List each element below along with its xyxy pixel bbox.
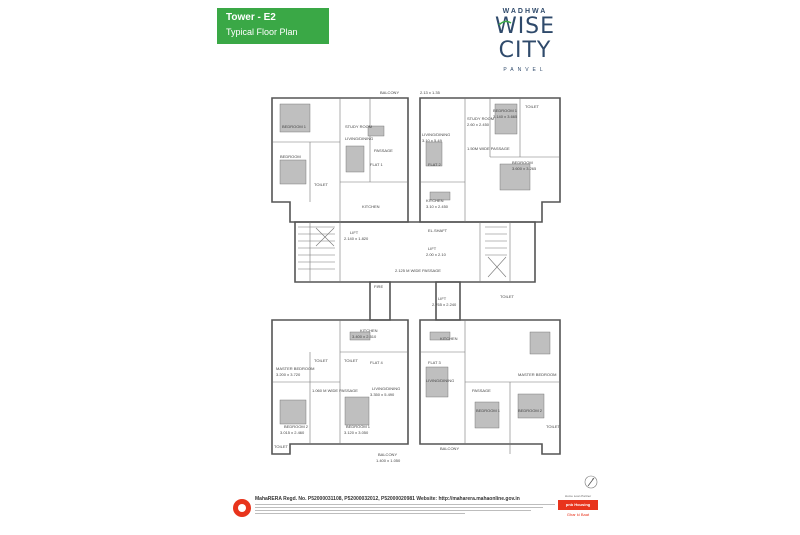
- logo-name: WISE CITY: [494, 14, 556, 63]
- label-toilet-bl1: TOILET: [314, 358, 328, 363]
- label-master-bedroom-br: MASTER BEDROOM: [518, 372, 556, 377]
- label-bedroom-tr-dim: 3.600 x 3.265: [512, 166, 537, 171]
- label-lift-left-dim: 2.140 x 1.820: [344, 236, 369, 241]
- label-master-bedroom-bl: MASTER BEDROOM: [276, 366, 314, 371]
- label-bedroom2-bl-dim: 3.015 x 2.460: [280, 430, 305, 435]
- label-passage-mid: 2.125 M WIDE PASSAGE: [395, 268, 441, 273]
- label-fire-duct: FIRE: [374, 284, 383, 289]
- label-toilet-bl2: TOILET: [344, 358, 358, 363]
- label-lift-left: LIFT: [350, 230, 359, 235]
- logo-location: PANVEL: [503, 67, 547, 73]
- label-kitchen-f4: KITCHEN: [360, 328, 378, 333]
- rera-registration: MahaRERA Regd. No. P52000031108, P520000…: [255, 496, 520, 502]
- label-flat1: FLAT 1: [370, 162, 384, 167]
- label-balcony-br: BALCONY: [440, 446, 459, 451]
- label-ele-shaft: EL.SHAFT: [428, 228, 448, 233]
- label-bedroom1-bl: BEDROOM 1: [346, 424, 371, 429]
- label-bedroom-tr: BEDROOM: [512, 160, 533, 165]
- label-kitchen-f2: KITCHEN: [426, 198, 444, 203]
- partner-name: pnb Housing: [558, 500, 598, 510]
- label-bedroom1-tl: BEDROOM 1: [282, 124, 307, 129]
- label-toilet-tl: TOILET: [314, 182, 328, 187]
- plan-type-label: Typical Floor Plan: [226, 27, 298, 37]
- label-toilet-bl3: TOILET: [274, 444, 288, 449]
- label-study-room-tl: STUDY ROOM: [345, 124, 372, 129]
- label-flat2: FLAT 2: [428, 162, 442, 167]
- label-wide-passage-f2: 1.50M WIDE PASSAGE: [467, 146, 510, 151]
- label-bedroom1-br: BEDROOM 1: [476, 408, 501, 413]
- label-passage-tl: PASSAGE: [374, 148, 393, 153]
- label-lift-right-top: LIFT: [428, 246, 437, 251]
- label-master-bedroom-bl-dim: 3.200 x 3.720: [276, 372, 301, 377]
- wise-city-logo: WADHWA WISE CITY PANVEL: [470, 8, 580, 73]
- label-bedroom2-bl: BEDROOM 2: [284, 424, 309, 429]
- label-living-dining-f2-dim: 3.10 x 5.49: [422, 138, 443, 143]
- tower-label: Tower - E2: [226, 12, 276, 23]
- label-study-room-f2: STUDY ROOM: [467, 116, 494, 121]
- label-living-dining-f4-dim: 3.350 x 5.490: [370, 392, 395, 397]
- label-toilet-br: TOILET: [546, 424, 560, 429]
- loan-partner-logo: Home Loan Partner pnb Housing Ghar ki Ba…: [557, 494, 599, 528]
- label-flat4: FLAT 4: [370, 360, 384, 365]
- label-lift-right: LIFT: [438, 296, 447, 301]
- label-living-dining-f3: LIVING/DINING: [426, 378, 454, 383]
- label-kitchen-tl: KITCHEN: [362, 204, 380, 209]
- label-kitchen-f2-dim: 3.10 x 2.450: [426, 204, 449, 209]
- label-toilet-tr: TOILET: [525, 104, 539, 109]
- label-bedroom1-bl-dim: 3.120 x 3.050: [344, 430, 369, 435]
- label-bedroom2-br: BEDROOM 2: [518, 408, 543, 413]
- label-kitchen-f4-dim: 3.400 x 2.510: [352, 334, 377, 339]
- swoosh-icon: [498, 20, 512, 26]
- disclaimer-text: [255, 504, 555, 522]
- partner-caption: Home Loan Partner: [564, 494, 592, 498]
- label-living-dining-f4: LIVING/DINING: [372, 386, 400, 391]
- label-wide-passage-f4: 1.060 M WIDE PASSAGE: [312, 388, 358, 393]
- rera-logo-icon: [233, 499, 251, 517]
- floor-plan: FLAT 1 FLAT 2 FLAT 3 FLAT 4 BALCONY 2.13…: [271, 90, 561, 463]
- north-compass-icon: [584, 475, 598, 489]
- label-bedroom1-tr: BEDROOM 1: [493, 108, 518, 113]
- label-bedroom-tl: BEDROOM: [280, 154, 301, 159]
- label-living-dining-f2: LIVING/DINING: [422, 132, 450, 137]
- label-toilet-mid: TOILET: [500, 294, 514, 299]
- label-flat3: FLAT 3: [428, 360, 442, 365]
- label-passage-f3: PASSAGE: [472, 388, 491, 393]
- label-living-dining-tl: LIVING/DINING: [345, 136, 373, 141]
- label-balcony-top: BALCONY: [380, 90, 399, 95]
- logo-brand: WADHWA: [502, 8, 548, 15]
- label-lift-right-dim: 2.765 x 2.240: [432, 302, 457, 307]
- label-bedroom1-tr-dim: 3.140 x 3.665: [493, 114, 518, 119]
- partner-tagline: Ghar ki Baat: [566, 512, 590, 517]
- label-study-room-f2-dim: 2.60 x 2.450: [467, 122, 490, 127]
- footer: MahaRERA Regd. No. P52000031108, P520000…: [233, 494, 599, 528]
- tower-badge: Tower - E2 Typical Floor Plan: [217, 8, 329, 44]
- label-balcony-top-dim: 2.13 x 1.35: [420, 90, 441, 95]
- label-lift-right-top-dim: 2.00 x 2.10: [426, 252, 447, 257]
- label-balcony-bottom: BALCONY: [378, 452, 397, 457]
- label-balcony-bottom-dim: 1.400 x 1.050: [376, 458, 401, 463]
- label-kitchen-f3: KITCHEN: [440, 336, 458, 341]
